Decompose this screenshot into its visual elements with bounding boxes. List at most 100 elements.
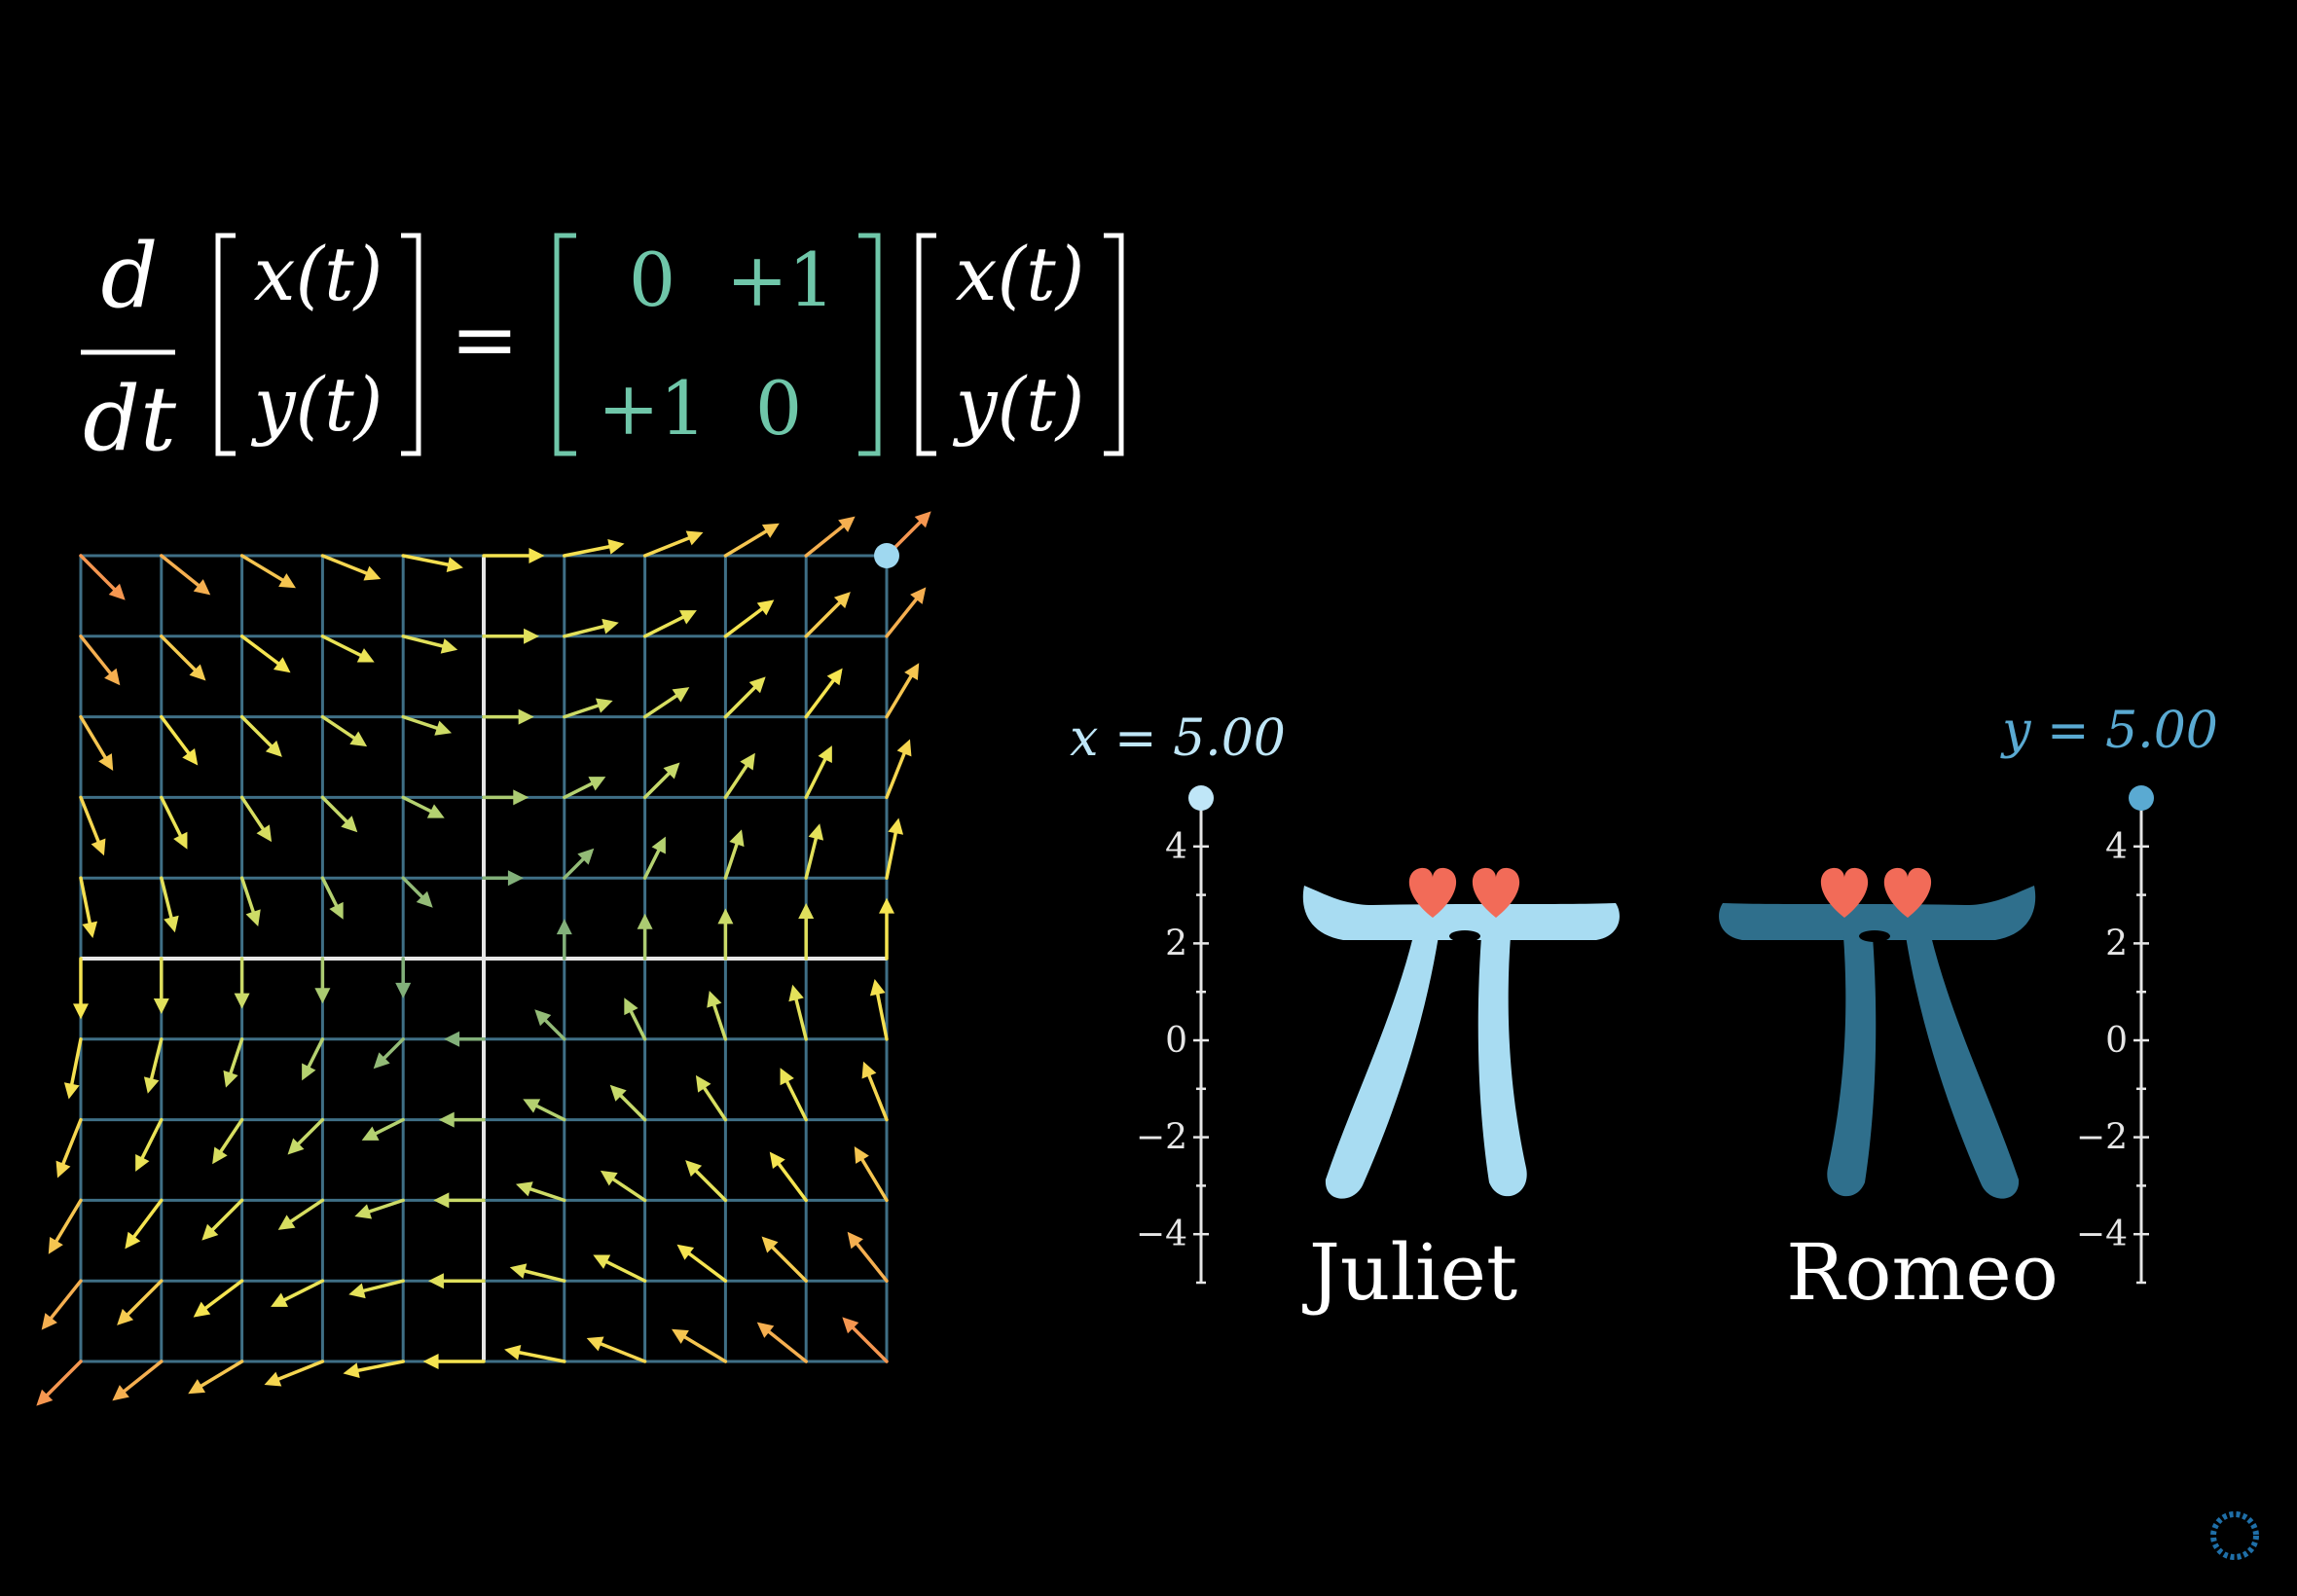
field-arrow — [271, 1279, 325, 1307]
field-arrow — [193, 1279, 244, 1318]
field-arrow — [239, 714, 282, 757]
romeo-body — [1719, 886, 2036, 940]
romeo-value-label: y = 5.00 — [2000, 702, 2218, 760]
field-arrow — [36, 1360, 83, 1406]
field-arrow — [125, 1198, 164, 1250]
field-arrow — [563, 538, 625, 558]
field-arrow — [482, 789, 529, 806]
field-arrow — [223, 1037, 244, 1088]
romeo-name: Romeo — [1786, 1227, 2059, 1318]
field-arrow — [433, 1192, 486, 1209]
field-arrow — [676, 1244, 728, 1283]
juliet-pi-creature: Juliet — [1302, 867, 1620, 1318]
romeo-value-dot[interactable] — [2129, 785, 2154, 811]
vector-left-top: x(t) — [254, 231, 383, 317]
field-arrow — [63, 1037, 83, 1100]
romeo-right-heart-icon — [1883, 867, 1932, 918]
field-arrow — [79, 635, 121, 686]
field-arrow — [79, 795, 106, 856]
field-arrow — [117, 1279, 164, 1325]
field-arrow — [563, 848, 595, 880]
juliet-left-heart-icon — [1408, 867, 1457, 918]
field-arrow — [509, 1263, 566, 1283]
field-arrows — [36, 511, 931, 1406]
field-arrow — [320, 635, 375, 663]
equals-sign: = — [451, 292, 519, 387]
field-arrow — [143, 1037, 164, 1094]
field-arrow — [401, 876, 433, 908]
field-arrow — [55, 1117, 83, 1179]
field-arrow — [135, 1117, 164, 1172]
field-arrow — [422, 1354, 486, 1369]
field-arrow — [854, 1146, 889, 1203]
field-arrow — [642, 610, 697, 638]
field-arrow — [593, 1254, 647, 1283]
field-arrow — [769, 1151, 808, 1203]
juliet-right-leg — [1477, 936, 1527, 1197]
field-arrow — [287, 1117, 325, 1155]
field-arrow — [804, 668, 843, 719]
number-line-tick-label: 0 — [1165, 1021, 1187, 1061]
field-arrow — [153, 957, 169, 1015]
number-line-tick-label: −2 — [1136, 1118, 1187, 1158]
field-arrow — [348, 1279, 405, 1299]
state-point[interactable] — [874, 543, 899, 568]
field-arrow — [401, 795, 445, 818]
field-arrow — [302, 1037, 325, 1081]
field-arrow — [160, 714, 199, 766]
juliet-ticks: 420−2−4 — [1136, 796, 1209, 1285]
field-arrow — [73, 957, 89, 1020]
field-arrow — [504, 1344, 566, 1363]
field-arrow — [717, 908, 734, 961]
romeo-right-leg — [1880, 936, 2020, 1199]
field-arrow — [239, 635, 291, 673]
field-arrow — [804, 592, 851, 638]
field-arrow — [761, 1236, 808, 1283]
field-arrow — [79, 554, 126, 600]
field-arrow — [427, 1273, 486, 1289]
field-arrow — [482, 548, 545, 563]
field-arrow — [695, 1074, 728, 1122]
matrix-cell-11: 0 — [755, 365, 802, 452]
vector-field — [36, 511, 931, 1406]
field-arrow — [277, 1198, 325, 1230]
juliet-value-dot[interactable] — [1188, 785, 1214, 811]
vector-right-bracket-open — [916, 233, 936, 456]
field-arrow — [515, 1181, 566, 1203]
field-arrow — [373, 1037, 405, 1070]
field-arrow — [160, 635, 206, 681]
number-line-tick-label: 4 — [1165, 827, 1187, 867]
field-arrow — [48, 1198, 83, 1254]
matrix-cell-01: +1 — [726, 236, 835, 323]
field-arrow — [438, 1111, 486, 1128]
field-arrow — [642, 836, 666, 880]
number-line-tick-label: 0 — [2105, 1021, 2128, 1061]
field-arrow — [556, 919, 572, 961]
field-arrow — [41, 1279, 83, 1330]
field-arrow — [343, 1360, 405, 1379]
field-arrow — [798, 902, 815, 961]
field-arrow — [320, 876, 344, 920]
field-arrow — [234, 957, 250, 1009]
field-arrow — [804, 745, 832, 800]
vector-right-top: x(t) — [956, 231, 1085, 317]
field-arrow — [401, 635, 458, 654]
derivative-numerator: d — [101, 224, 159, 328]
field-arrow — [723, 752, 755, 800]
field-arrow — [723, 523, 780, 558]
field-arrow — [239, 876, 261, 927]
romeo-pi-creature: Romeo — [1719, 867, 2059, 1318]
vector-left-bracket-close — [401, 233, 421, 456]
juliet-name: Juliet — [1302, 1227, 1517, 1318]
field-arrow — [586, 1336, 647, 1363]
field-arrow — [239, 554, 296, 589]
matrix-cell-00: 0 — [629, 236, 675, 323]
field-arrow — [482, 628, 540, 644]
matrix-cell-10: +1 — [598, 365, 707, 452]
romeo-number-line: y = 5.00 420−2−4 — [2000, 702, 2218, 1285]
field-arrow — [672, 1328, 728, 1363]
field-arrow — [723, 676, 766, 719]
matrix-bracket-open — [554, 233, 576, 456]
field-arrow — [160, 554, 211, 596]
